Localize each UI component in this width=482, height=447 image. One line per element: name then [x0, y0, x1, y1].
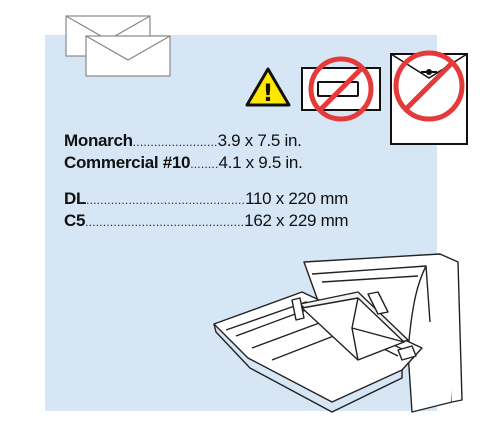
- leader-dots: ........................: [132, 135, 218, 149]
- leader-dots: ........: [190, 157, 219, 171]
- size-name: Commercial #10: [64, 153, 191, 172]
- size-row-dl: DL .....................................…: [64, 188, 384, 210]
- envelope-size-list: Monarch ........................ 3.9 x 7…: [64, 130, 384, 232]
- size-value: 3.9 x 7.5 in.: [217, 131, 302, 150]
- prohibited-clasp-envelope-icon: [390, 50, 468, 145]
- leader-dots: ........................................…: [86, 193, 246, 207]
- size-value: 4.1 x 9.5 in.: [218, 153, 303, 172]
- size-value: 162 x 229 mm: [244, 211, 349, 230]
- bypass-tray-envelope-illustration: [213, 253, 463, 413]
- size-name: DL: [64, 189, 87, 208]
- prohibited-window-envelope-icon: [301, 56, 381, 122]
- size-name: C5: [64, 211, 86, 230]
- size-row-monarch: Monarch ........................ 3.9 x 7…: [64, 130, 384, 152]
- envelope-stack-icon: [65, 15, 171, 77]
- size-name: Monarch: [64, 131, 133, 150]
- size-row-c5: C5 .....................................…: [64, 210, 384, 232]
- size-row-commercial-10: Commercial #10 ........ 4.1 x 9.5 in.: [64, 152, 384, 174]
- leader-dots: ........................................…: [85, 215, 245, 229]
- size-value: 110 x 220 mm: [245, 189, 348, 208]
- warning-triangle-icon: !: [245, 67, 291, 107]
- warning-exclamation: !: [263, 79, 274, 107]
